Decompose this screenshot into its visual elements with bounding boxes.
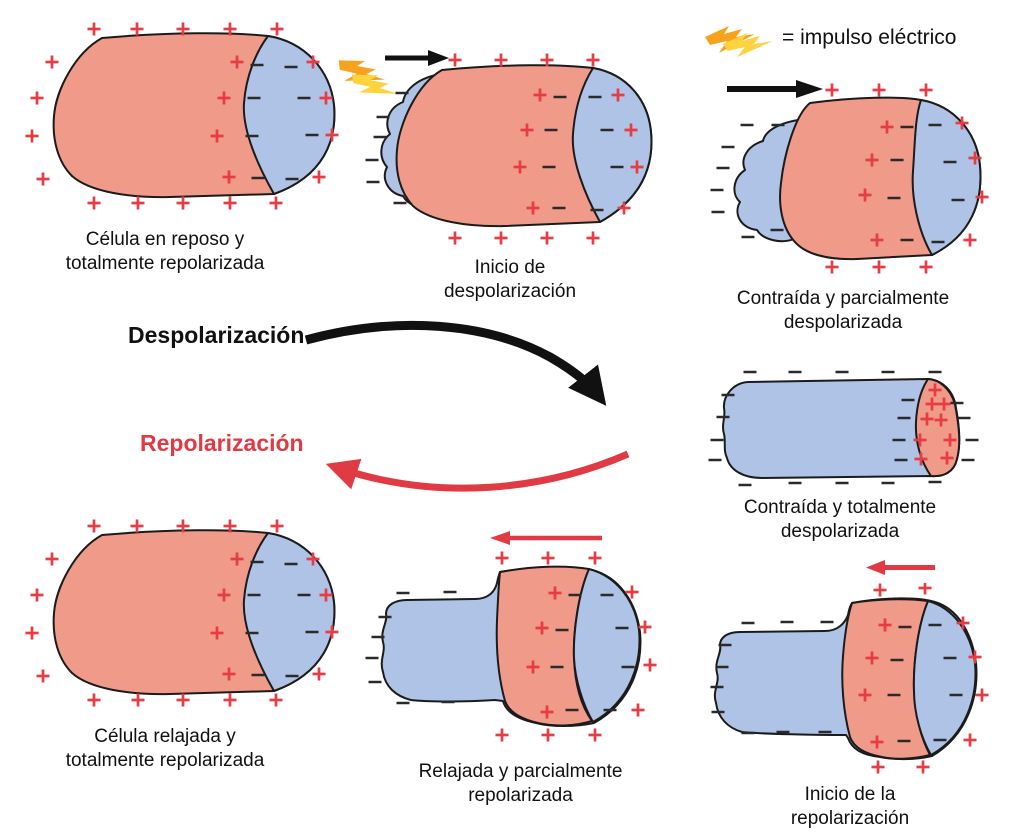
- caption-line: totalmente repolarizada: [65, 749, 265, 771]
- lightning-bolt-icon: [338, 60, 399, 94]
- caption-line: repolarizada: [468, 784, 573, 806]
- charge-signs: [25, 22, 339, 210]
- caption-line: Relajada y parcialmente: [418, 761, 623, 782]
- cell-end-cap: [912, 600, 977, 756]
- charge-signs: [708, 370, 979, 487]
- caption-line: Contraída y totalmente: [743, 497, 937, 518]
- figure-caption: Contraída y parcialmente despolarizada: [693, 287, 993, 334]
- bolt-front: [351, 74, 399, 94]
- cell-diagram: [708, 370, 979, 487]
- cell-diagram: [25, 22, 339, 210]
- cell-figure-contracted-full: Contraída y totalmente despolarizada: [700, 362, 1000, 543]
- caption-line: repolarización: [790, 807, 910, 829]
- cell-diagram: [710, 583, 989, 774]
- caption-line: despolarizada: [780, 520, 900, 542]
- repolarization-direction-arrow: [490, 531, 602, 545]
- cell-diagram: [365, 53, 653, 245]
- lightning-bolt-icon: [705, 26, 773, 57]
- cell-end-cap: [911, 99, 982, 256]
- cell-end-cap: [914, 378, 961, 478]
- cell-figure-resting: Célula en reposo y totalmente repolariza…: [20, 8, 350, 275]
- bolt-front: [723, 33, 773, 57]
- caption-line: Inicio de: [474, 257, 546, 278]
- charge-signs: [25, 519, 339, 707]
- depolarization-cycle-arrow: [304, 320, 607, 406]
- impulse-direction-arrow: [385, 50, 449, 66]
- figure-caption: Célula en reposo y totalmente repolariza…: [0, 228, 330, 275]
- caption-line: totalmente repolarizada: [65, 252, 265, 274]
- caption-line: Contraída y parcialmente: [736, 288, 950, 309]
- caption-line: despolarizada: [783, 311, 903, 333]
- impulse-direction-arrow: [727, 80, 823, 98]
- caption-line: Célula relajada y: [94, 726, 236, 747]
- cell-end-cap: [242, 35, 336, 195]
- repolarization-label: Repolarización: [140, 430, 304, 456]
- caption-line: despolarización: [443, 280, 577, 302]
- cell-figure-contracted-partial: Contraída y parcialmente despolarizada: [705, 83, 1005, 334]
- cell-diagram: [365, 551, 657, 742]
- repolarization-direction-arrow: [866, 560, 935, 575]
- cell-end-cap: [571, 67, 653, 223]
- repolarization-cycle-arrow: [325, 450, 630, 492]
- cell-diagram: [710, 83, 989, 274]
- cell-diagram: [25, 519, 339, 707]
- bolt-back: [705, 26, 755, 53]
- legend-label: = impulso eléctrico: [782, 26, 957, 49]
- caption-line: Célula en reposo y: [85, 229, 245, 250]
- depolarization-label: Despolarización: [128, 322, 305, 348]
- cell-figure-depolarization-start: Inicio de despolarización: [355, 40, 665, 303]
- cell-figure-relaxed-full: Célula relajada y totalmente repolarizad…: [20, 505, 350, 772]
- cell-end-cap: [242, 532, 336, 692]
- cell-figure-relaxed-partial: Relajada y parcialmente repolarizada: [365, 550, 660, 807]
- cell-figure-repolarization-start: Inicio de la repolarización: [700, 583, 1000, 830]
- figure-caption: Relajada y parcialmente repolarizada: [373, 760, 668, 807]
- figure-caption: Contraída y totalmente despolarizada: [690, 496, 990, 543]
- charge-signs: [365, 53, 644, 245]
- charge-signs: [710, 83, 989, 274]
- bolt-back: [338, 60, 386, 81]
- cell-end-cap: [572, 568, 641, 723]
- caption-line: Inicio de la: [804, 784, 896, 805]
- figure-caption: Inicio de despolarización: [355, 256, 665, 303]
- figure-caption: Célula relajada y totalmente repolarizad…: [0, 725, 330, 772]
- charge-signs: [365, 551, 657, 742]
- figure-caption: Inicio de la repolarización: [700, 783, 1000, 830]
- charge-signs: [710, 583, 989, 774]
